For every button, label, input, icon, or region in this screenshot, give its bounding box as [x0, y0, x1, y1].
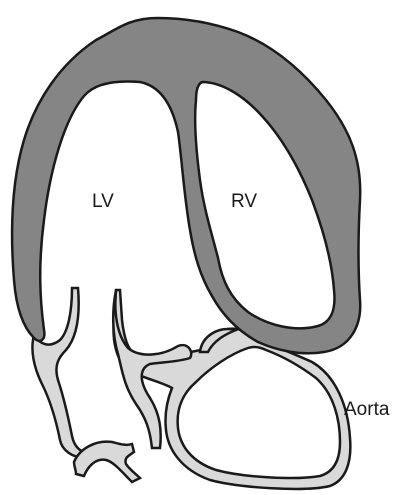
myocardium-wall — [12, 18, 360, 353]
lv-label: LV — [92, 191, 114, 212]
chordae-fragment — [74, 442, 140, 482]
rv-label: RV — [231, 191, 257, 212]
aorta-label: Aorta — [344, 399, 390, 420]
